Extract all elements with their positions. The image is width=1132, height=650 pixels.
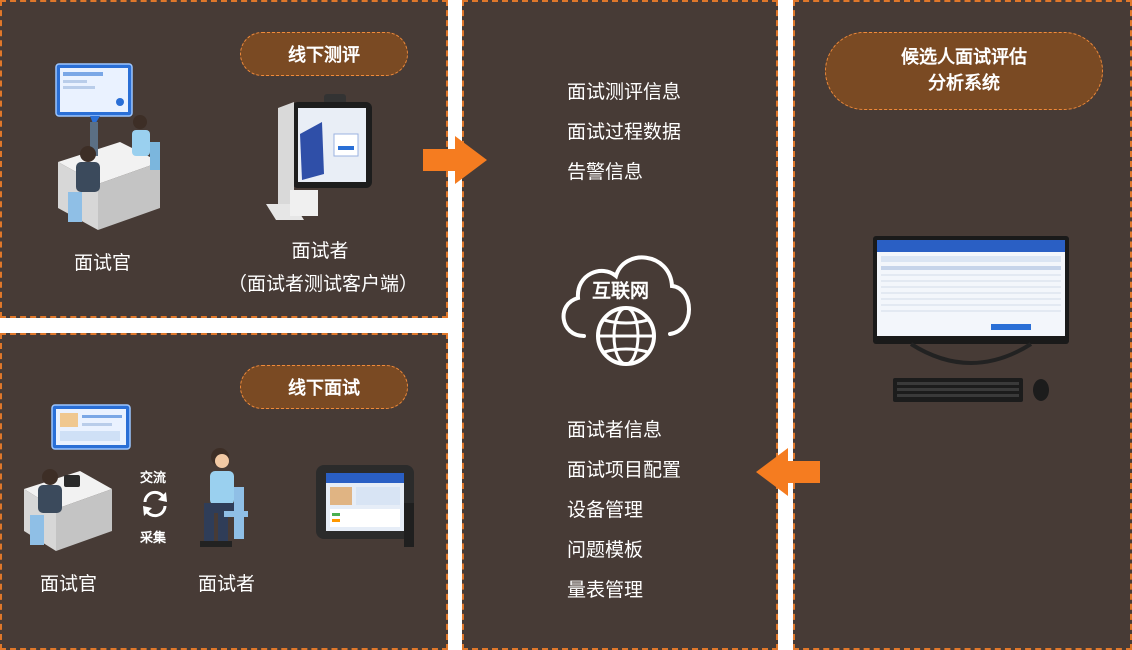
panel-offline-eval: 线下测评 面试官 面试者 （面试者测试客户端） <box>0 0 448 318</box>
pill-analysis-system: 候选人面试评估 分析系统 <box>825 32 1103 110</box>
interviewer-desk-illustration <box>55 63 160 230</box>
label-candidate-2: 面试者 <box>198 573 256 595</box>
candidate-seated-illustration <box>200 448 248 547</box>
label-candidate-client-note: （面试者测试客户端） <box>228 273 419 295</box>
label-interviewer-2: 面试官 <box>40 573 98 595</box>
download-list: 面试者信息 面试项目配置 设备管理 问题模板 量表管理 <box>567 410 681 610</box>
panel-center-hub: 面试测评信息 面试过程数据 告警信息 互联网 面试者信息 面试项目配置 设备管理… <box>462 0 778 650</box>
label-interviewer: 面试官 <box>74 252 132 274</box>
desktop-monitor-illustration <box>873 236 1069 402</box>
label-candidate: 面试者 <box>291 240 349 262</box>
upload-item: 面试测评信息 <box>567 81 682 103</box>
pill-offline-interview: 线下面试 <box>240 365 408 409</box>
download-item: 面试者信息 <box>567 419 663 441</box>
arrow-left-icon <box>756 448 820 496</box>
download-item: 问题模板 <box>567 539 644 561</box>
label-candidate-client: 面试者 （面试者测试客户端） <box>228 236 419 296</box>
upload-item: 告警信息 <box>567 161 644 183</box>
panel-offline-interview: 线下面试 面试官 交流 采集 面试者 <box>0 333 448 650</box>
upload-item: 面试过程数据 <box>567 121 682 143</box>
cloud-globe-icon <box>561 255 691 366</box>
download-item: 设备管理 <box>567 499 644 521</box>
download-item: 量表管理 <box>567 579 644 601</box>
interviewer-tablet-illustration <box>24 404 131 551</box>
label-exchange: 交流 <box>140 471 167 486</box>
pill-analysis-line2: 分析系统 <box>928 73 1000 94</box>
upload-list: 面试测评信息 面试过程数据 告警信息 <box>567 72 681 192</box>
arrow-right-icon <box>423 136 487 184</box>
pill-analysis-line1: 候选人面试评估 <box>901 47 1027 68</box>
panel-analysis-system: 候选人面试评估 分析系统 <box>793 0 1132 650</box>
sync-icon <box>143 490 167 518</box>
pill-offline-eval: 线下测评 <box>240 32 408 76</box>
cloud-label: 互联网 <box>592 280 650 302</box>
download-item: 面试项目配置 <box>567 459 682 481</box>
label-collect: 采集 <box>140 531 167 546</box>
rugged-tablet-illustration <box>316 465 414 547</box>
kiosk-terminal-illustration <box>266 94 372 220</box>
